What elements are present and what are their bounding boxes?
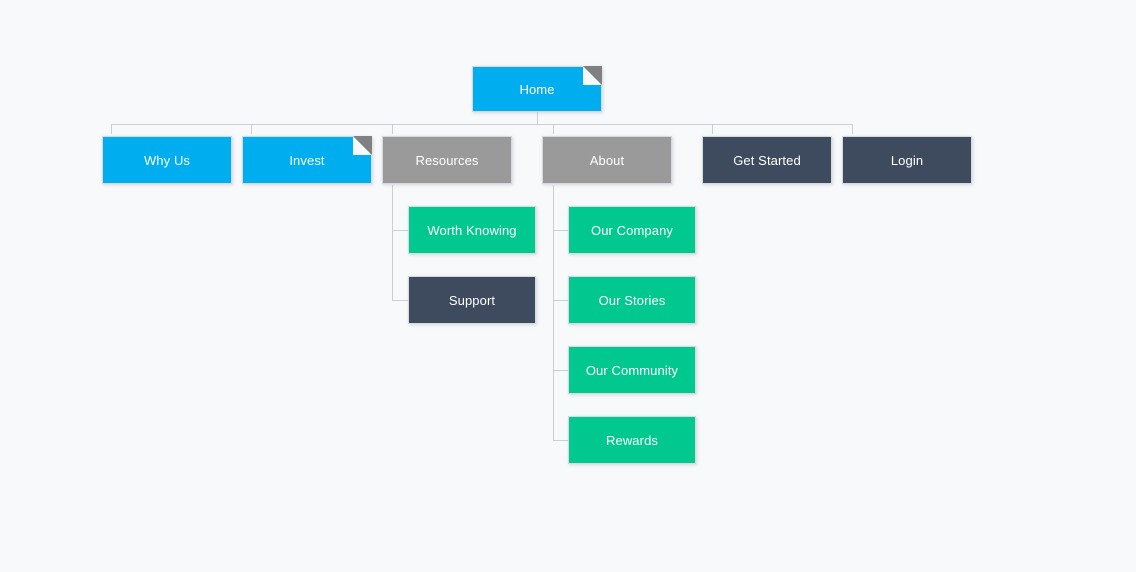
node-worth-knowing[interactable]: Worth Knowing: [408, 206, 536, 254]
connector-about-to-our-company: [553, 230, 569, 231]
connector-drop-invest: [251, 124, 252, 134]
node-why-us[interactable]: Why Us: [102, 136, 232, 184]
node-about[interactable]: About: [542, 136, 672, 184]
node-label: Get Started: [733, 152, 801, 168]
node-label: About: [589, 152, 625, 168]
node-label: Login: [890, 152, 924, 168]
node-home[interactable]: Home: [472, 66, 602, 112]
node-label: Our Stories: [598, 292, 666, 308]
connector-about-to-rewards: [553, 440, 569, 441]
connector-home-stem: [537, 112, 538, 125]
node-support[interactable]: Support: [408, 276, 536, 324]
node-label: Support: [448, 292, 496, 308]
connector-about-to-our-stories: [553, 300, 569, 301]
node-invest[interactable]: Invest: [242, 136, 372, 184]
node-our-stories[interactable]: Our Stories: [568, 276, 696, 324]
node-label: Our Company: [590, 222, 674, 238]
connector-resources-spine: [392, 185, 393, 300]
connector-drop-about: [553, 124, 554, 134]
node-label: Our Community: [585, 362, 679, 378]
node-resources[interactable]: Resources: [382, 136, 512, 184]
node-login[interactable]: Login: [842, 136, 972, 184]
connector-level2-bus: [111, 124, 853, 125]
connector-drop-login: [852, 124, 853, 134]
node-label: Invest: [289, 152, 325, 168]
connector-drop-resources: [392, 124, 393, 134]
node-label: Home: [519, 81, 555, 97]
node-rewards[interactable]: Rewards: [568, 416, 696, 464]
connector-resources-to-support: [392, 300, 408, 301]
connector-drop-why-us: [111, 124, 112, 134]
connector-drop-get-started: [712, 124, 713, 134]
connector-about-spine: [553, 185, 554, 440]
node-label: Resources: [415, 152, 479, 168]
connector-resources-to-worth-knowing: [392, 230, 408, 231]
connector-about-to-our-community: [553, 370, 569, 371]
node-our-company[interactable]: Our Company: [568, 206, 696, 254]
node-our-community[interactable]: Our Community: [568, 346, 696, 394]
node-label: Why Us: [143, 152, 191, 168]
node-label: Worth Knowing: [427, 222, 517, 238]
node-get-started[interactable]: Get Started: [702, 136, 832, 184]
node-label: Rewards: [606, 432, 658, 448]
